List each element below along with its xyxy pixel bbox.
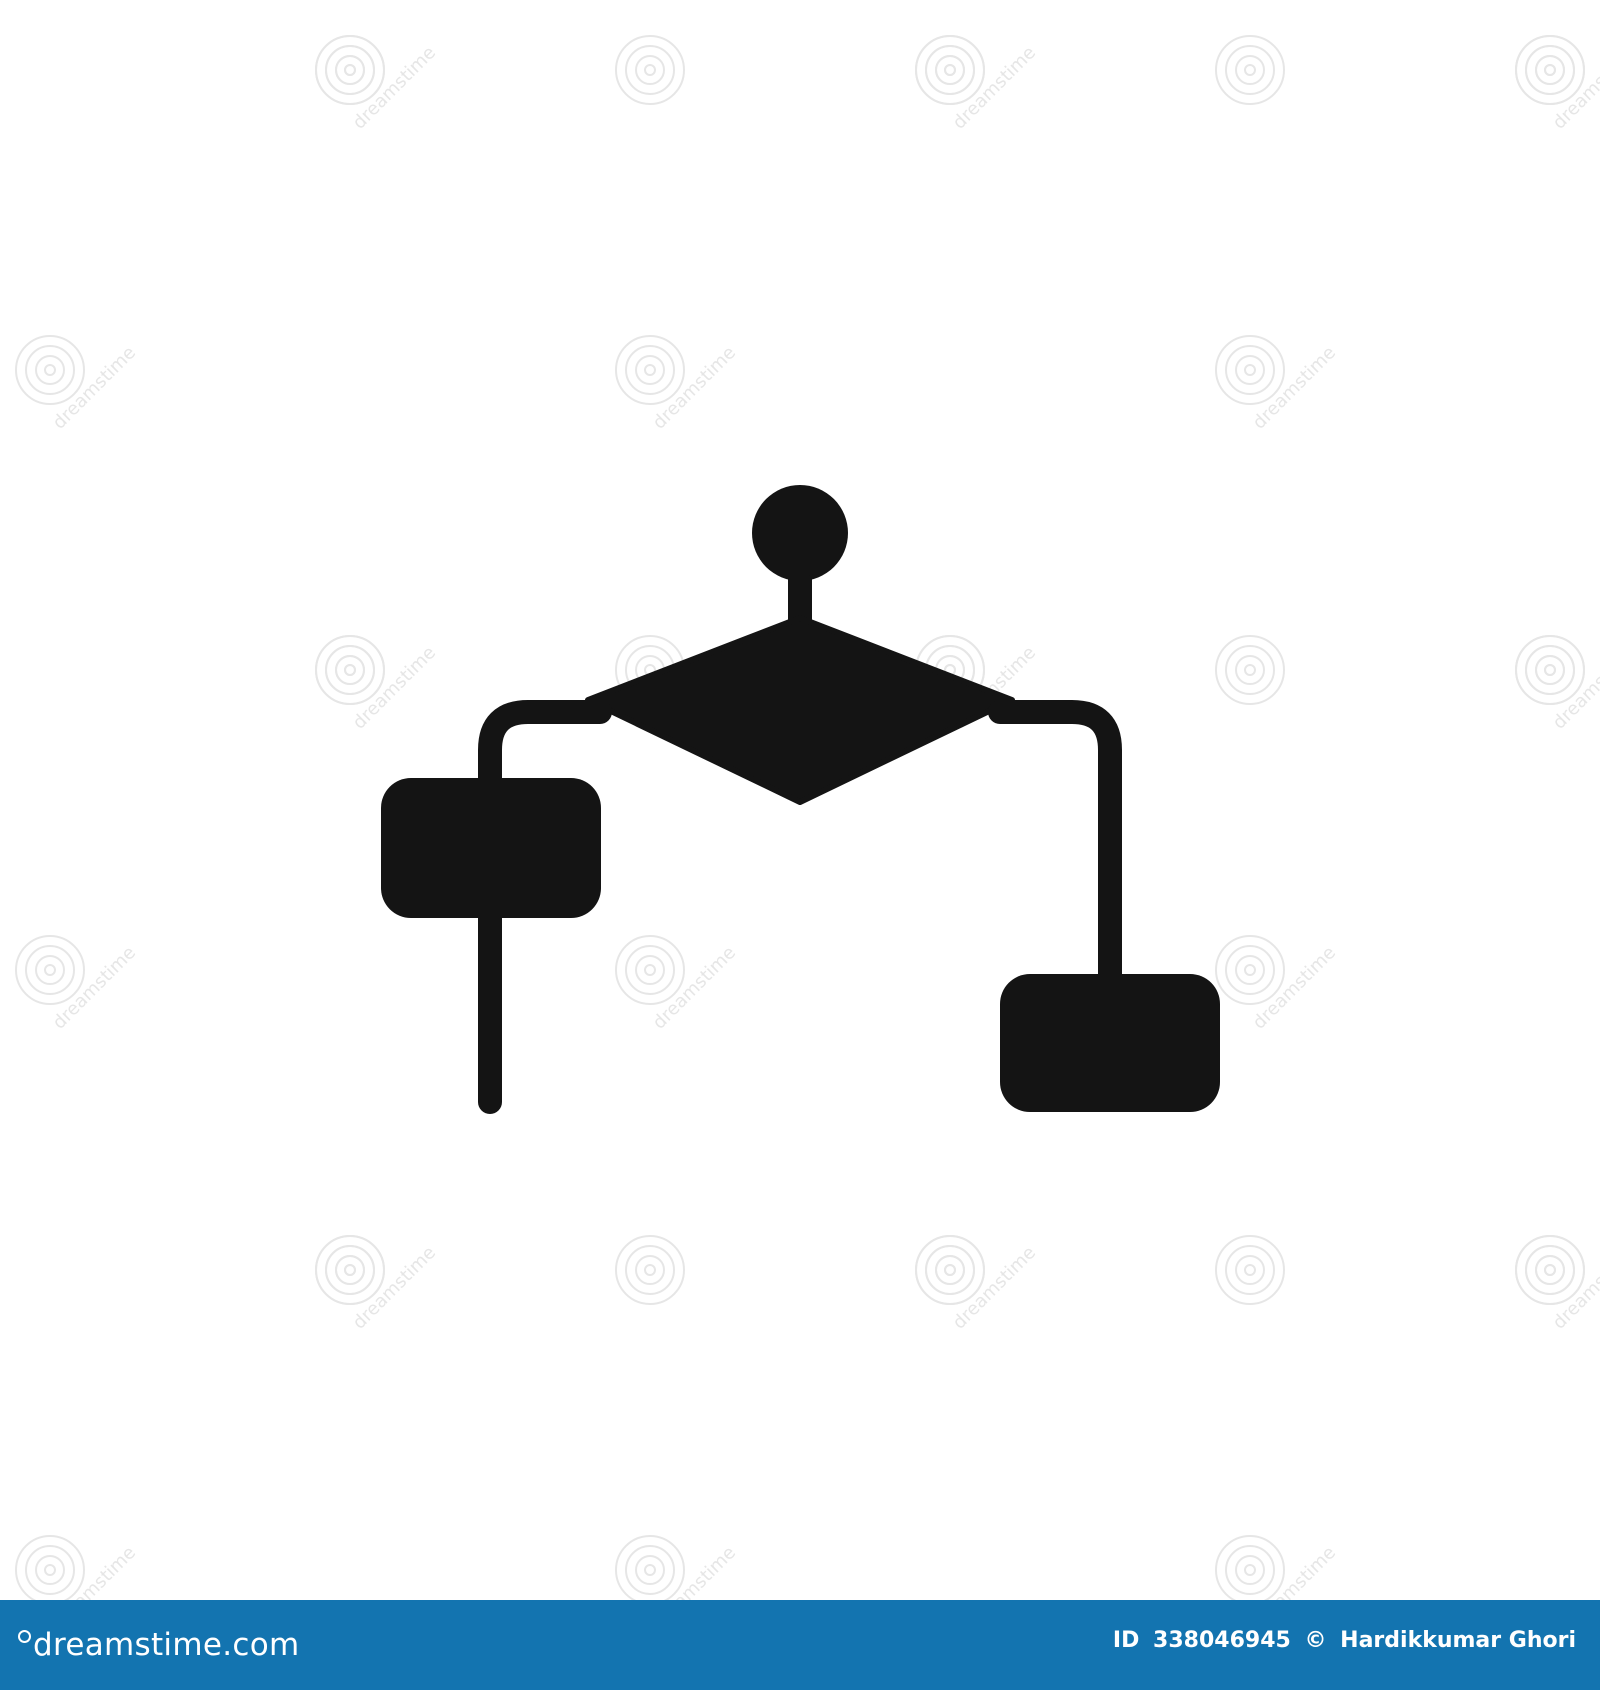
watermark-seal-icon [615, 1235, 685, 1305]
footer-bar: dreamstime .com ID 338046945 © Hardikkum… [0, 1600, 1600, 1690]
logo-brand-text: dreamstime [33, 1627, 223, 1663]
watermark-seal-icon [615, 335, 685, 405]
watermark-seal-icon [1215, 1235, 1285, 1305]
watermark-layer: dreamstimedreamstimedreamstimedreamstime… [15, 35, 1600, 1600]
watermark-seal-icon [615, 1535, 685, 1600]
watermark-seal-icon [315, 635, 385, 705]
start-node-icon [752, 485, 848, 581]
decision-diamond-icon [585, 615, 1015, 805]
watermark-seal-icon [315, 1235, 385, 1305]
watermark-seal-icon [315, 35, 385, 105]
id-label: ID [1112, 1628, 1140, 1653]
author-name: Hardikkumar Ghori [1340, 1628, 1576, 1653]
logo-domain-text: .com [222, 1627, 300, 1663]
watermark-seal-icon [1215, 35, 1285, 105]
right-process-box-icon [1000, 974, 1220, 1112]
left-process-box-icon [381, 778, 601, 918]
flowchart-icon [381, 485, 1220, 1114]
watermark-seal-icon [1515, 635, 1585, 705]
watermark-seal-icon [615, 935, 685, 1005]
watermark-seal-icon [1215, 935, 1285, 1005]
dreamstime-logo[interactable]: dreamstime .com [16, 1620, 299, 1670]
watermark-seal-icon [1515, 1235, 1585, 1305]
connector-line [788, 575, 812, 625]
watermark-seal-icon [1215, 635, 1285, 705]
watermark-seal-icon [615, 35, 685, 105]
watermark-seal-icon [915, 1235, 985, 1305]
watermark-seal-icon [15, 935, 85, 1005]
logo-ring-icon [18, 1629, 31, 1643]
watermark-seal-icon [1215, 335, 1285, 405]
image-credit: ID 338046945 © Hardikkumar Ghori [1113, 1628, 1576, 1653]
watermark-seal-icon [15, 1535, 85, 1600]
right-branch-line [988, 700, 1122, 997]
watermark-seal-icon [15, 335, 85, 405]
watermark-seal-icon [915, 35, 985, 105]
left-branch-line [478, 700, 612, 1114]
watermark-seal-icon [1215, 1535, 1285, 1600]
watermark-seal-icon [1515, 35, 1585, 105]
copyright-icon: © [1304, 1628, 1327, 1653]
id-value: 338046945 [1153, 1628, 1291, 1653]
